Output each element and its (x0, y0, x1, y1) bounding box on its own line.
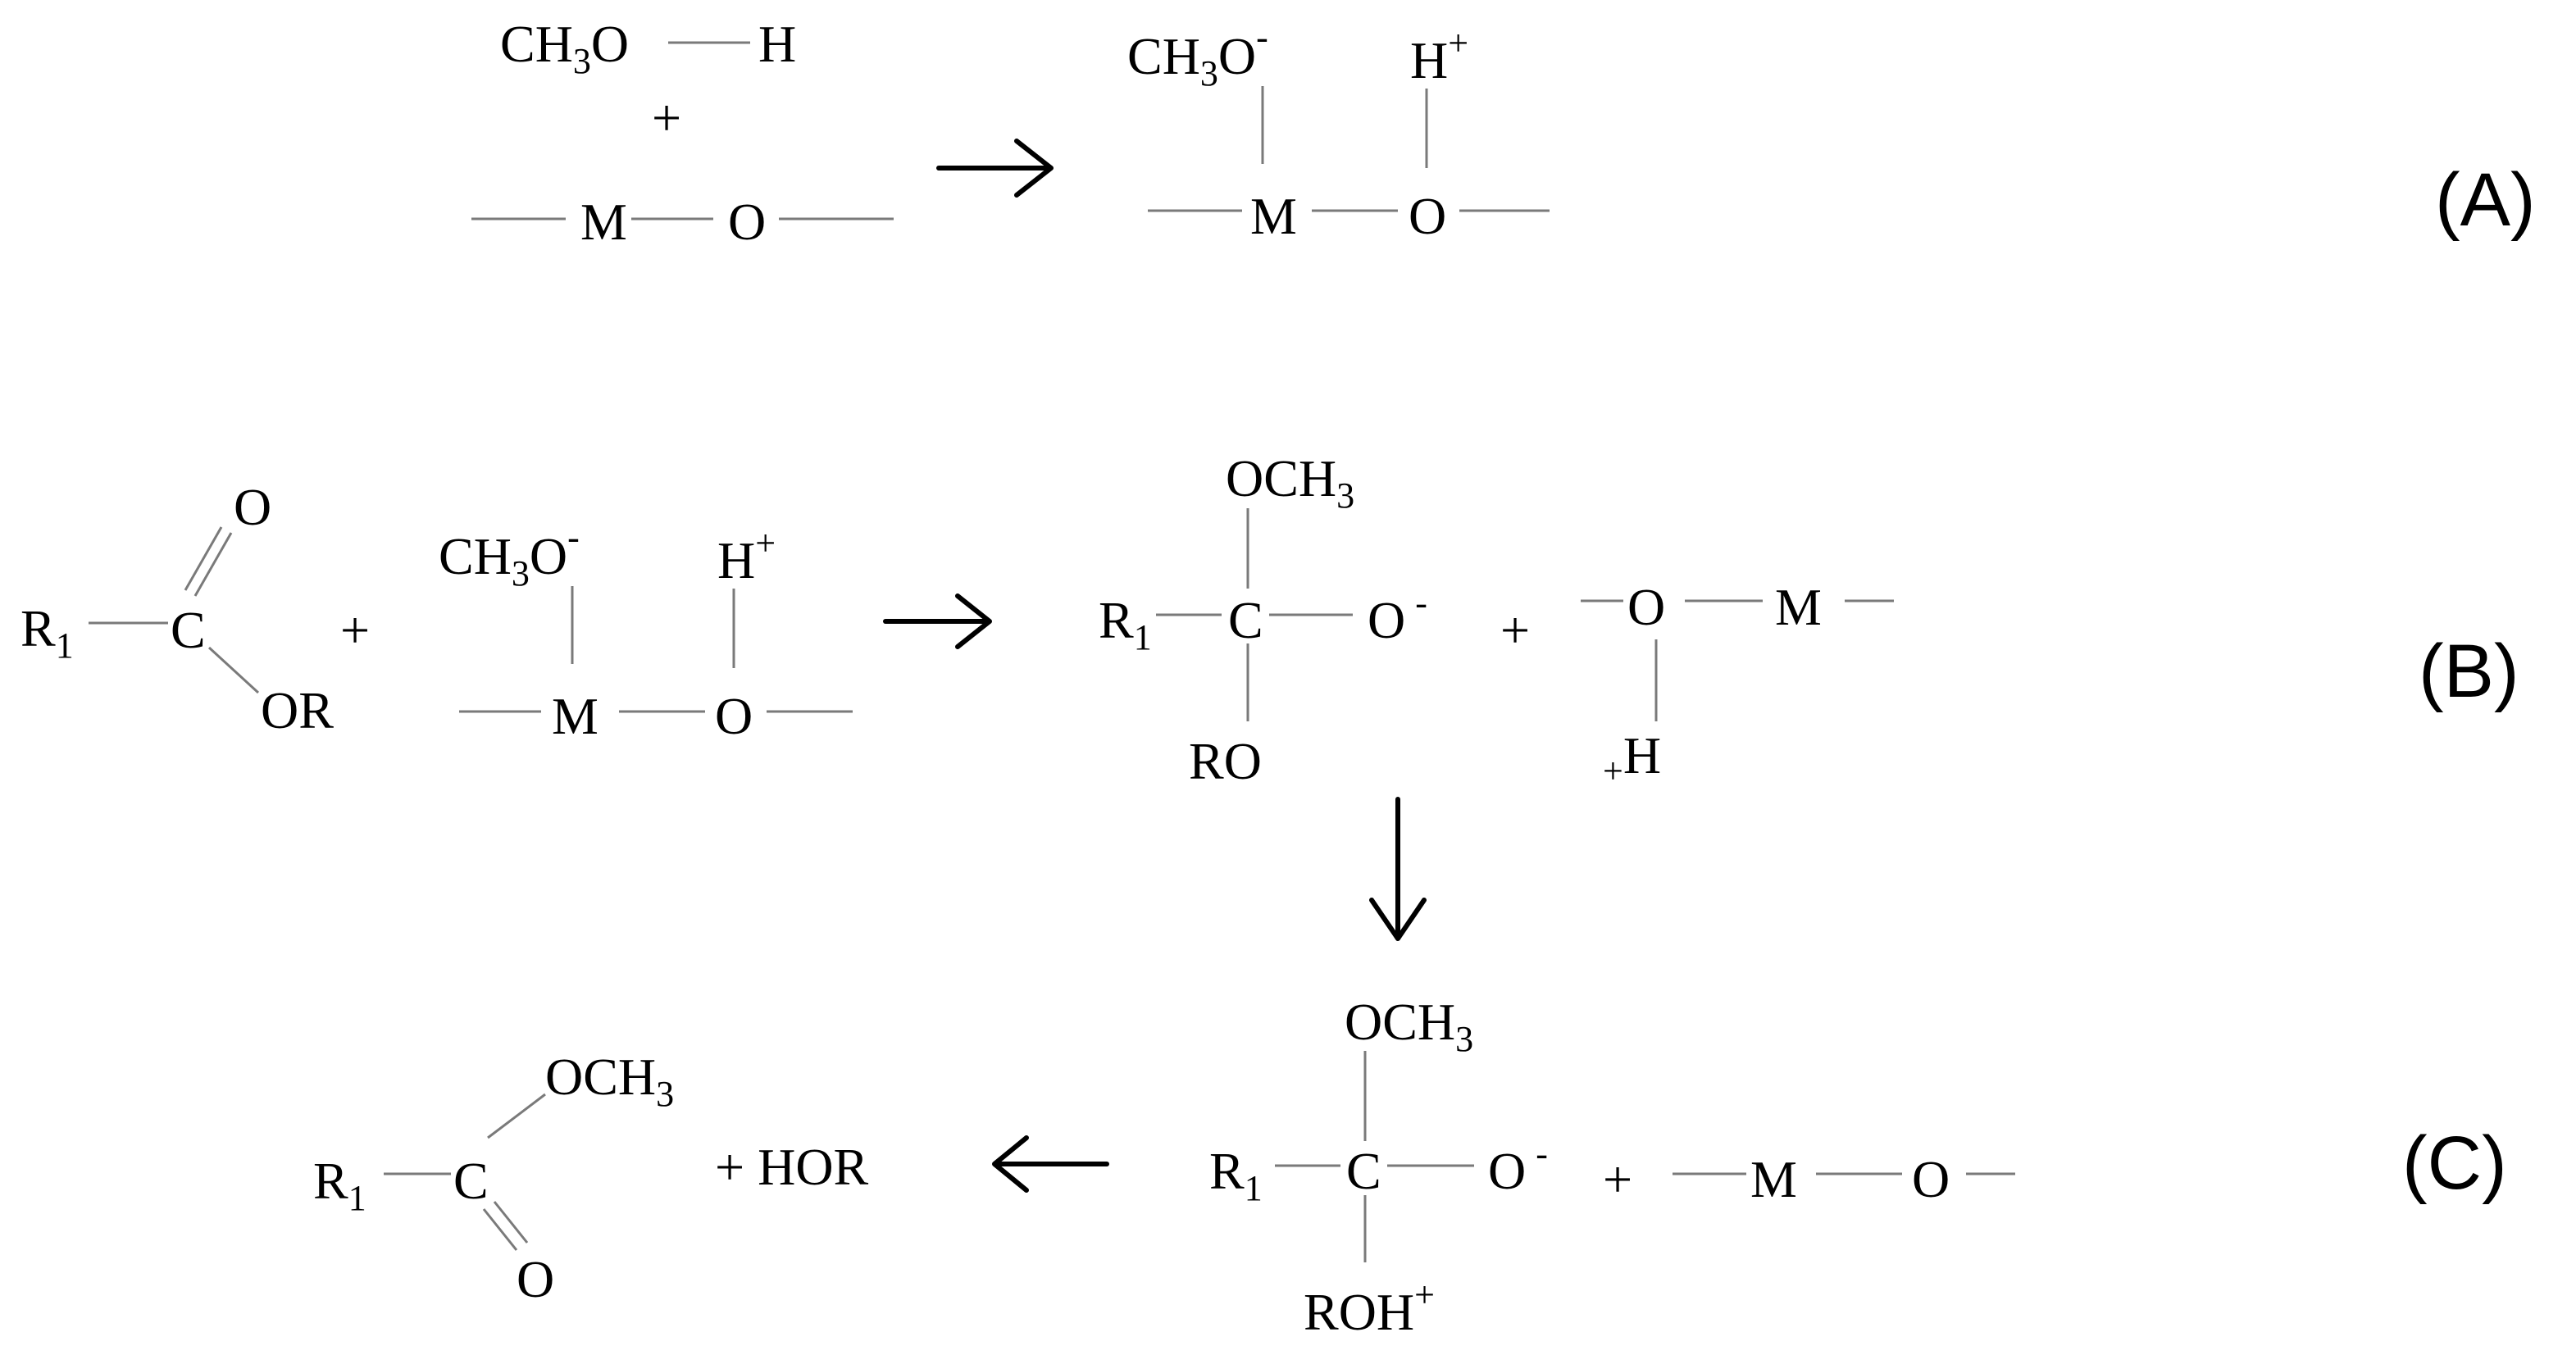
reaction-arrow-c (992, 1135, 1109, 1193)
ester-c: C (171, 601, 206, 659)
plus-sign-b1: + (340, 601, 370, 659)
c-intermediate-r1: R1 (1209, 1142, 1263, 1208)
label-b: (B) (2419, 630, 2519, 713)
ester-carbonyl-o: O (234, 478, 271, 536)
b2-proton: +H (1603, 726, 1661, 791)
ester-double-bond-2 (184, 526, 223, 591)
c-ester-double-bond-2 (493, 1201, 529, 1244)
surface-o: O (728, 193, 766, 251)
intermediate-r1: R1 (1099, 591, 1152, 657)
reaction-a: CH3O H + M O CH3O- H+ M O (A) (471, 15, 2536, 251)
plus-sign-c: + (1603, 1150, 1632, 1208)
down-arrow-b-to-c (1369, 797, 1427, 941)
reaction-b: O R1 C OR + CH3O- H+ M O OCH3 R1 C O- R (20, 449, 2519, 941)
plus-sign-b2: + (1500, 601, 1530, 659)
ester-c-or-bond (207, 646, 260, 694)
intermediate-c: C (1228, 591, 1263, 649)
plus-sign-a: + (652, 89, 681, 147)
methanol-ch: CH3O (500, 15, 629, 81)
methanol-h: H (758, 15, 796, 73)
c-intermediate-och3: OCH3 (1345, 993, 1473, 1059)
c-ester-c-och3-bond (487, 1093, 546, 1139)
c-intermediate-roh: ROH+ (1304, 1275, 1435, 1341)
b2-m: M (1775, 578, 1822, 636)
b-proton: H+ (717, 523, 776, 589)
c-surface-o: O (1912, 1150, 1950, 1208)
intermediate-oxide: O- (1368, 583, 1427, 649)
c-ester-carbonyl-o: O (517, 1250, 554, 1308)
b2-o: O (1627, 578, 1665, 636)
b-m: M (552, 687, 598, 745)
b-methoxide: CH3O- (439, 517, 580, 593)
b-o: O (715, 687, 753, 745)
ester-r1: R1 (20, 599, 74, 666)
ester-double-bond-1 (193, 532, 233, 597)
intermediate-och3: OCH3 (1226, 449, 1354, 516)
product-proton: H+ (1410, 23, 1468, 89)
c-surface-m: M (1750, 1150, 1797, 1208)
product-methoxide: CH3O- (1127, 17, 1268, 93)
product-m: M (1250, 187, 1297, 245)
c-intermediate-c: C (1346, 1142, 1381, 1200)
label-c: (C) (2402, 1121, 2507, 1205)
surface-m: M (580, 193, 627, 251)
intermediate-ro: RO (1189, 732, 1262, 790)
c-intermediate-oxide: O- (1488, 1134, 1548, 1200)
reaction-arrow-a (936, 139, 1054, 198)
plus-hor: + HOR (715, 1138, 869, 1196)
ester-or: OR (261, 681, 334, 739)
reaction-arrow-b (883, 593, 992, 649)
product-o: O (1409, 187, 1446, 245)
c-ester-double-bond-1 (482, 1208, 518, 1251)
c-ester-c: C (453, 1152, 489, 1210)
label-a: (A) (2435, 158, 2536, 242)
c-ester-och3: OCH3 (545, 1048, 674, 1114)
c-ester-r1: R1 (313, 1152, 366, 1218)
reaction-c: OCH3 R1 C O + HOR OCH3 R1 C O- ROH+ + M … (313, 993, 2507, 1341)
